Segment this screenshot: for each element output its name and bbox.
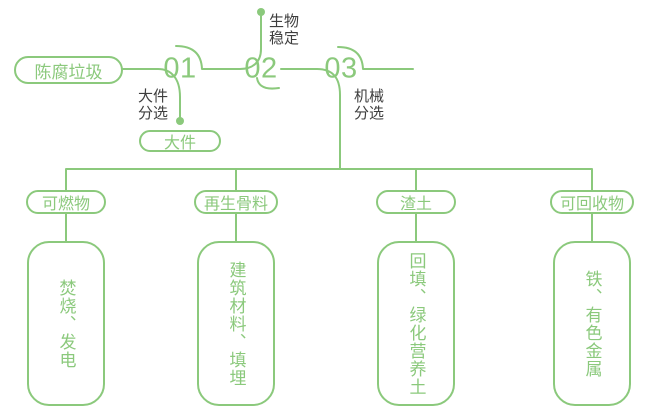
swash-03-and-exit-line bbox=[337, 46, 414, 70]
line-entry-and-drop-01 bbox=[122, 68, 181, 118]
step-number-03: 03 bbox=[324, 52, 358, 85]
result-text: 焚烧、发电 bbox=[56, 278, 76, 369]
result-box-metals: 铁、有色金属 bbox=[553, 241, 631, 406]
step-label-bulky-sorting: 大件 分选 bbox=[138, 88, 169, 122]
category-slag-soil: 渣土 bbox=[376, 190, 456, 214]
step-label-mechanical-sorting: 机械 分选 bbox=[354, 88, 385, 122]
swash-under-02 bbox=[256, 77, 280, 90]
step-label-bio-stabilization: 生物 稳定 bbox=[269, 13, 300, 47]
line-02-to-03-and-drop bbox=[280, 68, 341, 170]
step-number-02: 02 bbox=[244, 52, 278, 85]
distribution-connector bbox=[65, 168, 593, 191]
category-label: 可回收物 bbox=[559, 196, 624, 213]
dot-bio-branch bbox=[257, 8, 265, 16]
result-box-incineration: 焚烧、发电 bbox=[27, 241, 105, 406]
category-label: 渣土 bbox=[399, 196, 432, 213]
category-label: 可燃物 bbox=[41, 196, 90, 213]
source-node: 陈腐垃圾 bbox=[14, 56, 123, 84]
category-recycled-aggregate: 再生骨料 bbox=[194, 190, 278, 214]
bulky-item-node: 大件 bbox=[139, 130, 221, 152]
dot-bulky-branch bbox=[176, 117, 184, 125]
line-01-to-02-with-up-branch bbox=[175, 15, 262, 70]
category-label: 再生骨料 bbox=[203, 196, 268, 213]
result-text: 铁、有色金属 bbox=[582, 269, 602, 378]
step-number-01: 01 bbox=[163, 52, 197, 85]
category-recyclables: 可回收物 bbox=[550, 190, 634, 214]
category-combustibles: 可燃物 bbox=[26, 190, 106, 214]
bulky-item-label: 大件 bbox=[163, 135, 196, 152]
result-box-building-materials: 建筑材料、填埋 bbox=[197, 241, 275, 406]
source-label: 陈腐垃圾 bbox=[34, 62, 103, 82]
result-box-backfill: 回填、绿化营养土 bbox=[377, 241, 455, 406]
result-text: 回填、绿化营养土 bbox=[406, 251, 426, 396]
result-text: 建筑材料、填埋 bbox=[226, 260, 246, 387]
